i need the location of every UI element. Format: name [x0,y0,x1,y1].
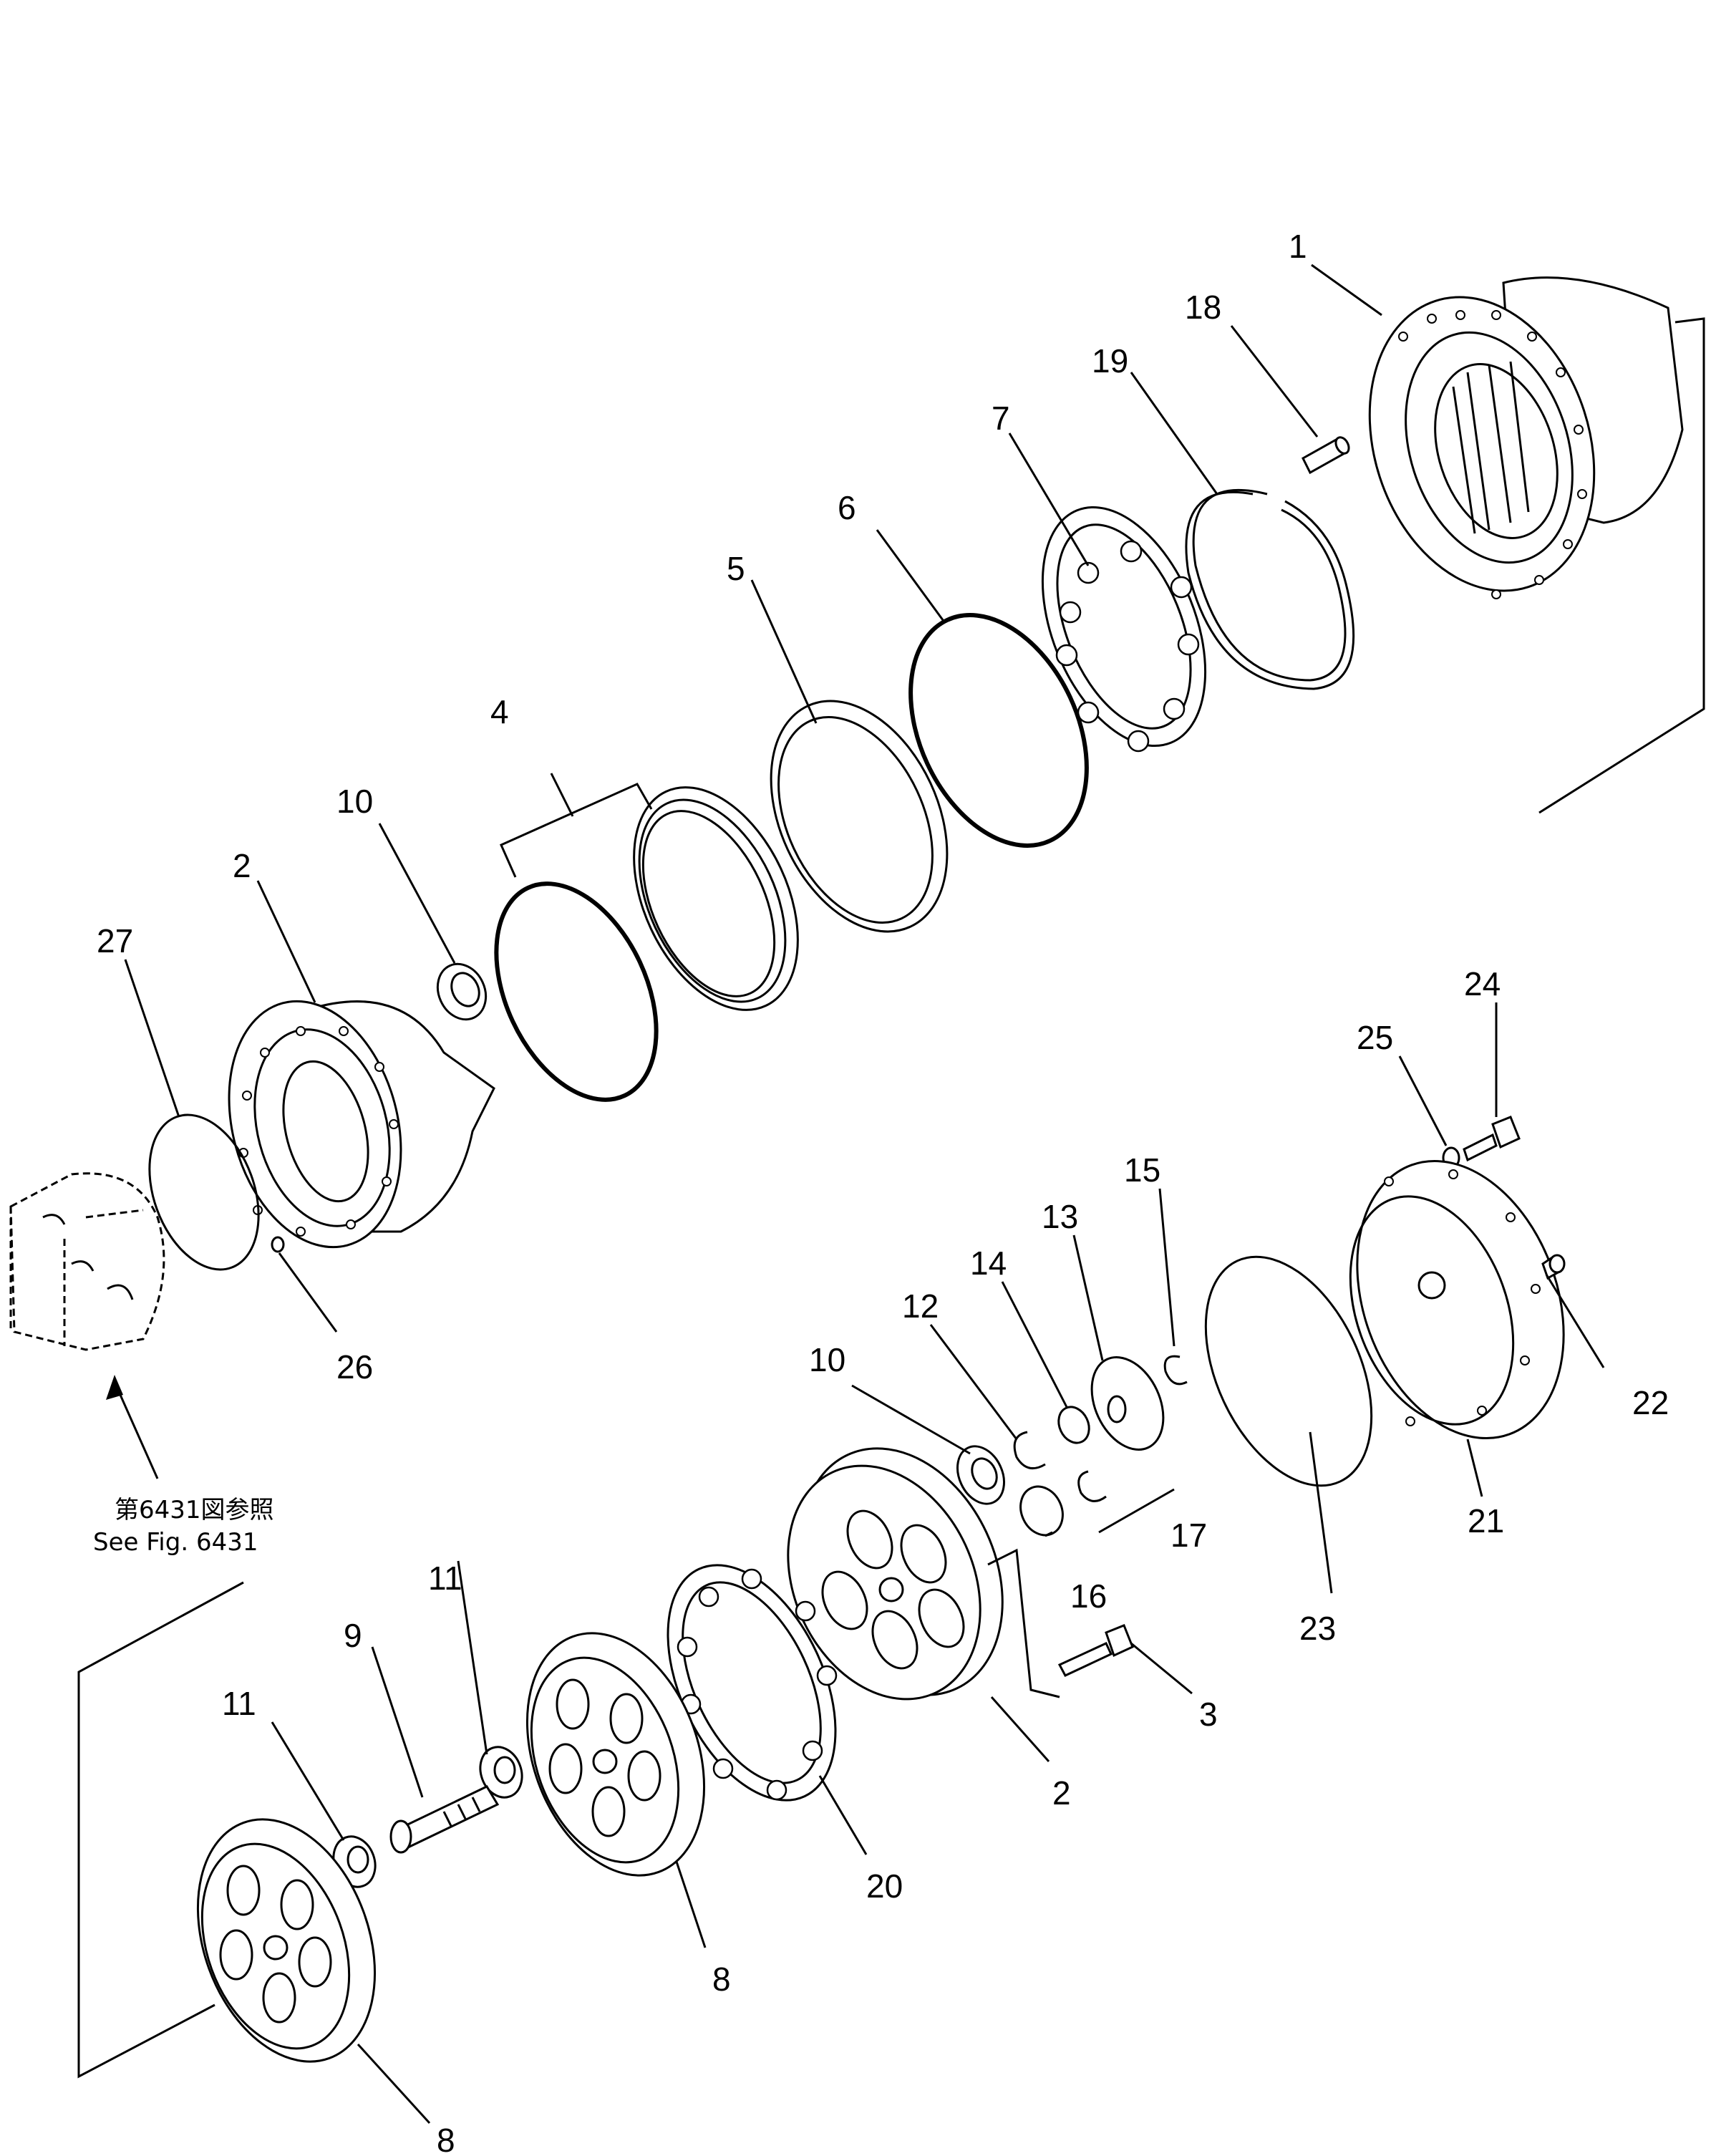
part-8-gear-bottom [196,1818,377,2063]
part-6-o-ring [908,613,1089,848]
label-part-17: 17 [1170,1517,1207,1554]
label-part-24: 24 [1464,965,1501,1002]
part-15-snap-ring [1163,1355,1188,1386]
part-10-bearing-upper [436,962,488,1021]
label-part-18: 18 [1185,289,1221,326]
part-21-cover [1349,1159,1565,1440]
part-4-seal-ring [633,786,799,1011]
part-20-bearing [667,1564,838,1802]
label-part-3: 3 [1199,1696,1218,1733]
motor-block [9,1172,165,1351]
label-part-6: 6 [838,489,856,526]
part-2-lower-bracket [987,1548,1060,1698]
label-part-8-bottom: 8 [437,2122,455,2156]
reference-arrowhead [106,1375,123,1400]
part-1-housing [1368,276,1684,599]
reference-japanese: 第6431図参照 [115,1496,274,1524]
label-part-10-mid: 10 [809,1341,845,1378]
label-part-2-bottom: 2 [1052,1774,1071,1812]
label-part-14: 14 [970,1244,1007,1282]
part-10-bearing-lower [956,1445,1005,1505]
label-part-11-right: 11 [428,1560,462,1597]
label-part-1: 1 [1289,228,1307,265]
label-part-27: 27 [97,922,133,959]
part-17-snap-ring [1077,1470,1107,1502]
part-27-o-ring [148,1113,260,1271]
label-part-25: 25 [1357,1019,1393,1056]
part-22-plug [1541,1254,1566,1280]
bracket-line-upper [1538,317,1705,814]
part-19-snap-ring [1185,488,1355,690]
label-part-5: 5 [727,550,745,587]
part-2-carrier-upper [228,1000,495,1249]
part-4-bracket [500,773,653,878]
bracket-line-lower [77,1581,244,2079]
label-part-15: 15 [1124,1151,1160,1189]
part-9-shaft [389,1785,500,1854]
label-part-21: 21 [1468,1502,1504,1539]
part-13-gear [1090,1356,1165,1451]
part-26-small-o-ring [271,1236,285,1253]
label-part-12: 12 [902,1287,939,1325]
part-12-snap-ring [1013,1431,1046,1470]
part-18-pin [1302,436,1350,475]
reference-english: See Fig. 6431 [93,1528,258,1557]
label-part-19: 19 [1092,342,1128,380]
part-2-carrier-lower [787,1447,1004,1701]
part-23-o-ring [1204,1255,1373,1487]
part-24-bolt [1463,1116,1521,1162]
figure-reference-note: 第6431図参照 See Fig. 6431 [93,1496,274,1557]
label-part-10-top: 10 [336,783,373,820]
part-labels: 1 18 19 7 6 5 4 10 2 27 26 24 25 15 13 1… [97,228,1669,2156]
label-part-20: 20 [866,1867,903,1905]
label-part-9: 9 [344,1617,362,1654]
label-part-8-mid: 8 [712,1961,731,1998]
label-part-16: 16 [1070,1577,1107,1615]
reference-arrow [113,1381,159,1479]
label-part-2-top: 2 [233,847,251,884]
part-11-bearing-right [479,1746,523,1799]
part-4-o-ring [494,881,659,1102]
part-8-gear-mid [525,1632,706,1877]
label-part-26: 26 [336,1348,373,1386]
leader-lines [124,264,1605,2124]
label-part-22: 22 [1632,1384,1669,1421]
part-16-bearing [1019,1485,1064,1537]
part-14-bearing [1057,1406,1090,1444]
label-part-13: 13 [1042,1198,1078,1235]
part-7-bearing [1041,506,1207,753]
part-3-bolt [1057,1624,1134,1677]
label-part-4: 4 [490,693,509,730]
label-part-7: 7 [992,400,1010,437]
label-part-11-left: 11 [222,1685,256,1722]
label-part-23: 23 [1299,1610,1336,1647]
